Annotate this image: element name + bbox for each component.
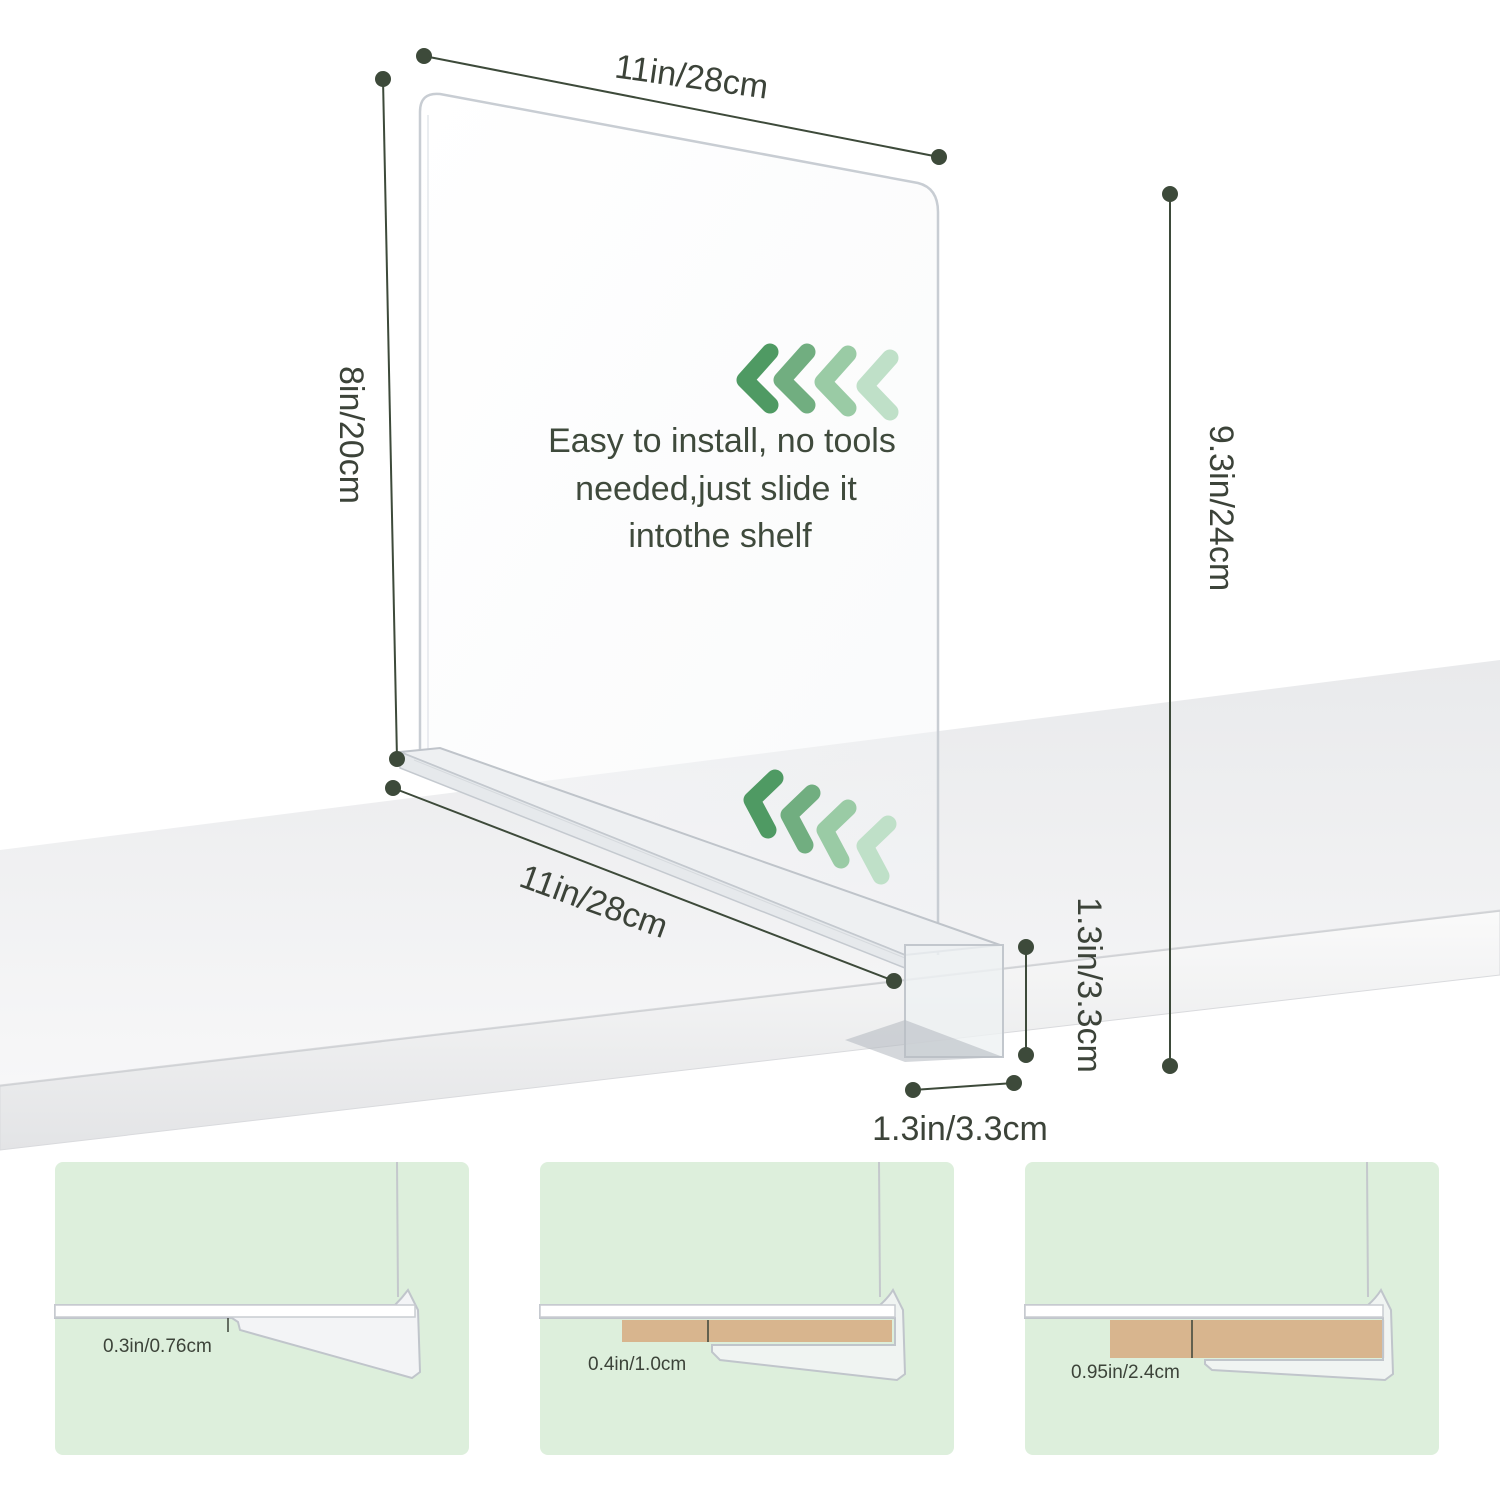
- inset-panel-medium-shelf: 0.4in/1.0cm: [539, 1161, 954, 1455]
- dimension-dot: [1162, 1058, 1178, 1074]
- total-height-label: 9.3in/24cm: [1202, 425, 1240, 591]
- dimension-dot: [389, 751, 405, 767]
- install-caption-line-2: needed,just slide it: [575, 470, 857, 508]
- dimension-dot: [886, 973, 902, 989]
- install-caption-line-1: Easy to install, no tools: [548, 422, 896, 460]
- dimension-dot: [375, 71, 391, 87]
- dimension-dot: [416, 48, 432, 64]
- clip-width-label: 1.3in/3.3cm: [872, 1110, 1048, 1148]
- inset-thickness-label: 0.95in/2.4cm: [1071, 1362, 1180, 1383]
- slide-arrows-top-icon: [736, 343, 899, 421]
- dimension-dots: [375, 48, 1178, 1098]
- clip-height-label: 1.3in/3.3cm: [1070, 897, 1108, 1073]
- inset-thickness-label: 0.4in/1.0cm: [588, 1354, 686, 1375]
- dimension-dot: [905, 1082, 921, 1098]
- dimension-dot: [1018, 1047, 1034, 1063]
- install-caption-line-3: intothe shelf: [628, 517, 812, 555]
- acrylic-divider: [399, 92, 1004, 1062]
- dimension-dot: [1018, 939, 1034, 955]
- dimension-dot: [385, 780, 401, 796]
- dimension-dot: [1006, 1075, 1022, 1091]
- slide-arrows-bottom-icon: [743, 769, 897, 885]
- inset-thickness-label: 0.3in/0.76cm: [103, 1336, 212, 1357]
- dimension-dot: [1162, 186, 1178, 202]
- dimension-dot: [931, 149, 947, 165]
- dimension-lines: [382, 55, 1171, 1091]
- inset-panel-thick-shelf: 0.95in/2.4cm: [1024, 1161, 1439, 1455]
- inset-panel-thin-shelf: 0.3in/0.76cm: [54, 1161, 469, 1455]
- panel-height-label: 8in/20cm: [332, 366, 370, 504]
